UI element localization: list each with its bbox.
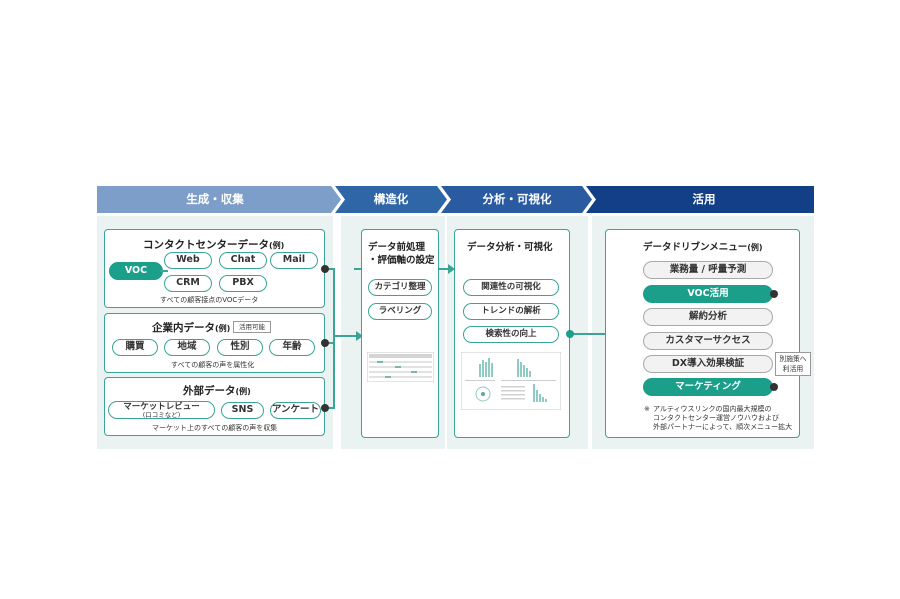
arrow-to-analysis [448, 264, 455, 274]
chevron-structure [335, 186, 447, 213]
dashboard-thumbnail [461, 352, 561, 410]
source-pill-chat: Chat [219, 252, 267, 269]
chevron-analysis [441, 186, 592, 213]
source-pill-mail: Mail [270, 252, 318, 269]
menu-voc-use: VOC活用 [643, 285, 773, 303]
menu-workload-forecast: 業務量 / 呼量予測 [643, 261, 773, 279]
menu-customer-success: カスタマーサクセス [643, 332, 773, 350]
phase-label-structure: 構造化 [373, 192, 409, 206]
menu-churn-analysis: 解約分析 [643, 308, 773, 326]
market-review-pill: マーケットレビュー (口コミなど) [108, 401, 215, 419]
corporate-data-title: 企業内データ(例) [152, 322, 231, 334]
attr-pill-purchase: 購買 [112, 339, 158, 356]
trend-analysis-pill: トレンドの解析 [463, 303, 559, 320]
structure-title-line1: データ前処理 [368, 242, 426, 253]
phase-label-analysis: 分析・可視化 [482, 192, 552, 206]
corporate-data-note: すべての顧客の声を属性化 [171, 361, 255, 369]
contact-center-title: コンタクトセンターデータ(例) [143, 239, 285, 251]
searchability-pill: 検索性の向上 [463, 326, 559, 343]
attr-pill-age: 年齢 [269, 339, 315, 356]
menu-marketing: マーケティング [643, 378, 773, 396]
arrow-to-structure [356, 331, 363, 341]
structure-box [361, 229, 439, 438]
use-title: データドリブンメニュー(例) [643, 242, 763, 253]
phase-label-collect: 生成・収集 [186, 192, 244, 206]
contact-center-note: すべての顧客接点のVOCデータ [160, 296, 259, 304]
source-pill-crm: CRM [164, 275, 212, 292]
usable-badge: 活用可能 [233, 321, 271, 333]
source-pill-web: Web [164, 252, 212, 269]
attr-pill-gender: 性別 [217, 339, 263, 356]
sns-pill: SNS [221, 402, 264, 419]
attr-pill-region: 地域 [164, 339, 210, 356]
survey-pill: アンケート [270, 402, 321, 419]
source-pill-pbx: PBX [219, 275, 267, 292]
footnote-mark: ※ [644, 405, 650, 413]
relation-visualize-pill: 関連性の可視化 [463, 279, 559, 296]
chevron-use [586, 186, 814, 213]
structure-title-line2: ・評価軸の設定 [368, 255, 435, 266]
external-data-note: マーケット上のすべての顧客の声を収集 [152, 424, 278, 432]
labeling-pill: ラベリング [368, 303, 432, 320]
chevron-collect [97, 186, 341, 213]
voc-pill: VOC [109, 262, 163, 280]
phase-label-use: 活用 [692, 192, 716, 206]
category-arrangement-pill: カテゴリ整理 [368, 279, 432, 296]
menu-dx-effect: DX導入効果検証 [643, 355, 773, 373]
external-data-title: 外部データ(例) [183, 385, 251, 397]
reuse-note-box: 別施策へ 利活用 [775, 352, 811, 376]
footnote-text: アルティウスリンクの国内最大規模の コンタクトセンター運営ノウハウおよび 外部パ… [653, 405, 793, 431]
analysis-title: データ分析・可視化 [467, 242, 553, 253]
data-table-thumbnail [367, 352, 434, 382]
